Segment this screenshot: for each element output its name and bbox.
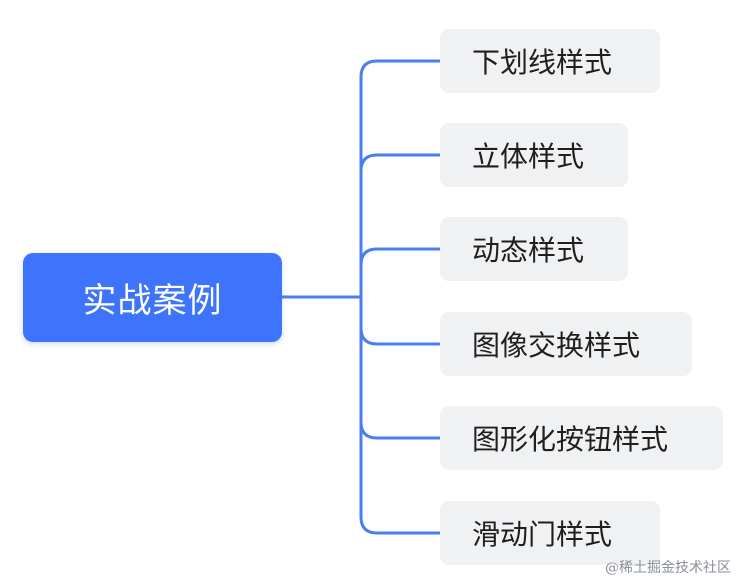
child-node-label: 下划线样式 [472, 46, 613, 79]
connector-branch-6 [359, 515, 442, 535]
child-node-label: 图像交换样式 [472, 329, 641, 362]
child-node-label: 立体样式 [472, 140, 585, 173]
child-node-graphic-button-style[interactable]: 图形化按钮样式 [440, 406, 723, 470]
connector-branch-3 [359, 247, 442, 267]
connector-branch-1 [359, 59, 442, 79]
child-node-label: 滑动门样式 [472, 518, 613, 551]
watermark: @稀土掘金技术社区 [605, 557, 731, 577]
child-node-image-swap-style[interactable]: 图像交换样式 [440, 312, 692, 376]
connector-branch-4 [359, 326, 442, 346]
root-node[interactable]: 实战案例 [23, 253, 282, 342]
connector-branch-2 [359, 153, 442, 173]
child-node-label: 图形化按钮样式 [472, 423, 669, 456]
child-node-underline-style[interactable]: 下划线样式 [440, 29, 660, 93]
watermark-text: @稀土掘金技术社区 [605, 560, 731, 576]
child-node-dynamic-style[interactable]: 动态样式 [440, 217, 628, 281]
child-node-label: 动态样式 [472, 234, 585, 267]
child-node-3d-style[interactable]: 立体样式 [440, 123, 628, 187]
root-node-label: 实战案例 [82, 281, 223, 321]
child-node-sliding-door-style[interactable]: 滑动门样式 [440, 501, 660, 565]
connector-branch-5 [359, 420, 442, 440]
